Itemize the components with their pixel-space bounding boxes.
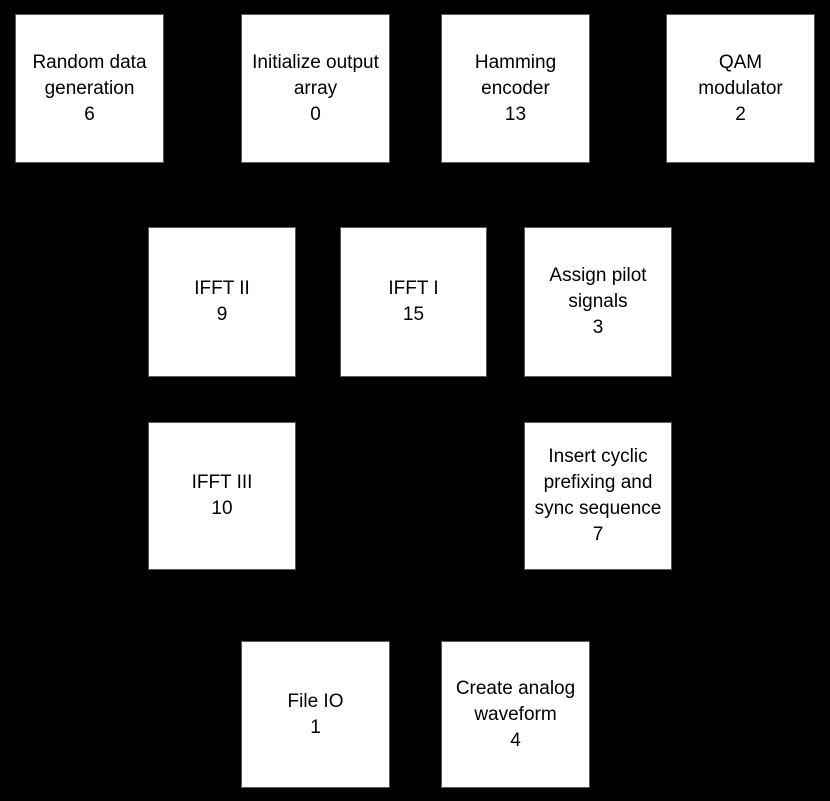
node-ifft-1: IFFT I 15 — [340, 227, 487, 377]
node-initialize-output-array: Initialize output array 0 — [241, 14, 390, 163]
node-ifft-3: IFFT III 10 — [148, 422, 296, 570]
node-label: IFFT II — [194, 278, 250, 299]
node-text: Create analog waveform 4 — [442, 676, 589, 754]
node-label: Create analog waveform — [455, 677, 576, 725]
node-text: Hamming encoder 13 — [442, 50, 589, 128]
node-text: QAM modulator 2 — [667, 50, 814, 128]
node-label: IFFT III — [191, 472, 253, 493]
node-label: QAM modulator — [698, 51, 783, 99]
node-label: File IO — [287, 690, 344, 712]
node-value: 7 — [592, 524, 604, 545]
node-value: 0 — [310, 103, 321, 125]
node-insert-cyclic-prefixing: Insert cyclic prefixing and sync sequenc… — [524, 422, 672, 570]
node-value: 6 — [84, 103, 95, 125]
node-value: 9 — [216, 304, 228, 325]
node-label: Assign pilot signals — [549, 265, 647, 312]
node-qam-modulator: QAM modulator 2 — [666, 14, 815, 163]
node-random-data-generation: Random data generation 6 — [15, 14, 164, 163]
node-value: 10 — [211, 498, 233, 519]
node-hamming-encoder: Hamming encoder 13 — [441, 14, 590, 163]
node-value: 1 — [310, 716, 321, 738]
node-value: 15 — [402, 304, 425, 325]
node-label: Insert cyclic prefixing and sync sequenc… — [534, 446, 662, 519]
node-text: Assign pilot signals 3 — [525, 263, 671, 341]
node-text: Initialize output array 0 — [242, 50, 389, 128]
node-assign-pilot-signals: Assign pilot signals 3 — [524, 227, 672, 377]
node-label: Random data generation — [32, 51, 147, 99]
node-value: 3 — [592, 317, 604, 338]
node-text: Insert cyclic prefixing and sync sequenc… — [525, 444, 671, 548]
node-value: 2 — [735, 103, 746, 125]
node-value: 13 — [504, 103, 527, 125]
node-text: Random data generation 6 — [16, 50, 163, 128]
node-file-io: File IO 1 — [241, 641, 390, 788]
node-label: IFFT I — [388, 278, 439, 299]
node-text: IFFT II 9 — [149, 276, 295, 328]
node-text: File IO 1 — [242, 689, 389, 741]
node-value: 4 — [510, 729, 521, 751]
node-label: Initialize output array — [252, 51, 379, 99]
node-text: IFFT I 15 — [341, 276, 486, 328]
node-create-analog-waveform: Create analog waveform 4 — [441, 641, 590, 788]
node-label: Hamming encoder — [474, 51, 557, 99]
node-text: IFFT III 10 — [149, 470, 295, 522]
node-ifft-2: IFFT II 9 — [148, 227, 296, 377]
